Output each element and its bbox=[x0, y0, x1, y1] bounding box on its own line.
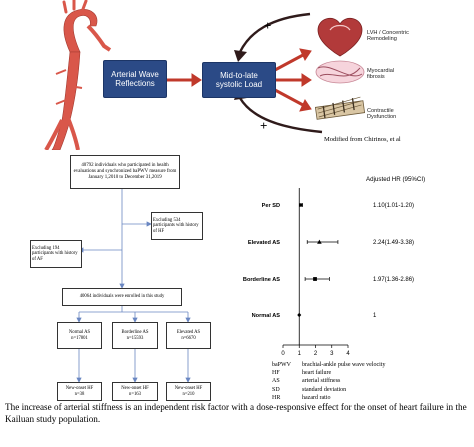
forest-x-tick-label: 4 bbox=[346, 351, 350, 357]
legend-full: arterial stiffness bbox=[302, 378, 341, 385]
arterial-wave-line2: Reflections bbox=[115, 79, 155, 88]
flow-hf-elevated-label: New-onset HF bbox=[174, 385, 203, 391]
source-credit: Modified from Chirinos, et al bbox=[324, 136, 401, 143]
figure-caption: The increase of arterial stiffness is an… bbox=[5, 402, 467, 424]
plus-sign-bottom: + bbox=[260, 118, 268, 133]
feedback-arrowhead-top bbox=[234, 50, 247, 62]
legend-abbr: HR bbox=[272, 394, 281, 401]
flow-hf-normal-label: New-onset HF bbox=[65, 385, 94, 391]
flow-group-elevated-label: Elevated AS bbox=[176, 329, 201, 335]
forest-point bbox=[313, 277, 317, 281]
systolic-load-line1: Mid-to-late bbox=[220, 70, 258, 80]
legend-abbr: SD bbox=[272, 386, 280, 393]
flow-group-borderline-label: Borderline AS bbox=[121, 329, 149, 335]
flow-enrolled-box: 40064 individuals were enrolled in this … bbox=[62, 288, 182, 306]
arterial-wave-line1: Arterial Wave bbox=[111, 69, 159, 79]
outcome-lvh-line1: LVH / Concentric bbox=[367, 30, 409, 36]
legend-full: brachial-ankle pulse wave velocity bbox=[302, 362, 386, 368]
flow-hf-normal-n: n=38 bbox=[74, 391, 85, 397]
legend-full: standard deviation bbox=[302, 386, 347, 393]
flow-hf-elevated-n: n=210 bbox=[182, 391, 195, 397]
forest-x-tick-label: 2 bbox=[314, 351, 318, 357]
flow-hf-borderline-n: n=163 bbox=[128, 391, 141, 397]
forest-row-label: Normal AS bbox=[252, 313, 281, 319]
forest-plot: Adjusted HR (95%CI) 0 1 2 3 4 Per SD 1.10(1.01-… bbox=[243, 176, 425, 357]
forest-hr-text: 1 bbox=[373, 313, 377, 319]
forest-row-label: Elevated AS bbox=[248, 240, 280, 246]
legend-full: heart failure bbox=[302, 370, 332, 377]
plus-sign-top: + bbox=[264, 18, 272, 33]
flow-top-box: 40792 individuals who participated in he… bbox=[70, 155, 180, 189]
legend-abbr: AS bbox=[272, 378, 280, 385]
flow-group-borderline-n: n=15593 bbox=[126, 335, 144, 341]
flow-group-normal-n: n=17801 bbox=[71, 335, 88, 341]
flow-group-normal-label: Normal AS bbox=[68, 329, 91, 335]
forest-hr-text: 1.10(1.01-1.20) bbox=[373, 203, 414, 209]
fibrosis-icon bbox=[315, 60, 365, 84]
outcome-dysfunction-line1: Contractile bbox=[367, 108, 394, 114]
top-diagram bbox=[44, 0, 366, 150]
outcome-lvh-line2: Remodeling bbox=[367, 36, 397, 43]
forest-point bbox=[297, 312, 302, 318]
outcome-fibrosis-line2: fibrosis bbox=[367, 74, 385, 81]
feedback-arrows bbox=[238, 12, 323, 134]
legend-row: AS arterial stiffness bbox=[272, 378, 340, 384]
legend-abbr: HF bbox=[272, 370, 280, 377]
forest-row-label: Per SD bbox=[262, 203, 280, 209]
muscle-fiber-icon bbox=[314, 96, 366, 120]
flow-exclusion-hf: Excluding 534 participants with history … bbox=[151, 212, 203, 240]
legend-row: SD standard deviation bbox=[272, 387, 346, 393]
forest-hr-text: 2.24(1.49-3.38) bbox=[373, 240, 414, 246]
outcome-dysfunction-line2: Dysfunction bbox=[367, 114, 397, 121]
legend-row: baPWV brachial-ankle pulse wave velocity bbox=[272, 362, 385, 368]
forest-header: Adjusted HR (95%CI) bbox=[366, 176, 425, 183]
forest-x-tick-label: 1 bbox=[298, 351, 302, 357]
artery-illustration bbox=[44, 0, 112, 150]
flow-hf-borderline-label: New-onset HF bbox=[121, 385, 149, 391]
forest-row-label: Borderline AS bbox=[243, 277, 280, 283]
forest-point bbox=[317, 239, 322, 244]
flow-group-elevated-n: n=6670 bbox=[181, 335, 196, 341]
forest-hr-text: 1.97(1.36-2.86) bbox=[373, 277, 414, 283]
forest-point bbox=[299, 203, 303, 207]
outcome-fibrosis-line1: Myocardial bbox=[367, 68, 395, 74]
forest-x-tick-label: 3 bbox=[330, 351, 334, 357]
legend-full: hazard ratio bbox=[302, 394, 331, 401]
systolic-load-line2: systolic Load bbox=[215, 80, 263, 89]
flow-arrows bbox=[163, 48, 312, 112]
flow-exclusion-af: Excluding 194 participants with history … bbox=[30, 240, 82, 268]
legend-row: HF heart failure bbox=[272, 370, 331, 376]
forest-x-tick-label: 0 bbox=[281, 351, 285, 357]
legend-abbr: baPWV bbox=[272, 362, 291, 368]
heart-icon bbox=[317, 17, 363, 57]
legend-row: HR hazard ratio bbox=[272, 395, 330, 401]
